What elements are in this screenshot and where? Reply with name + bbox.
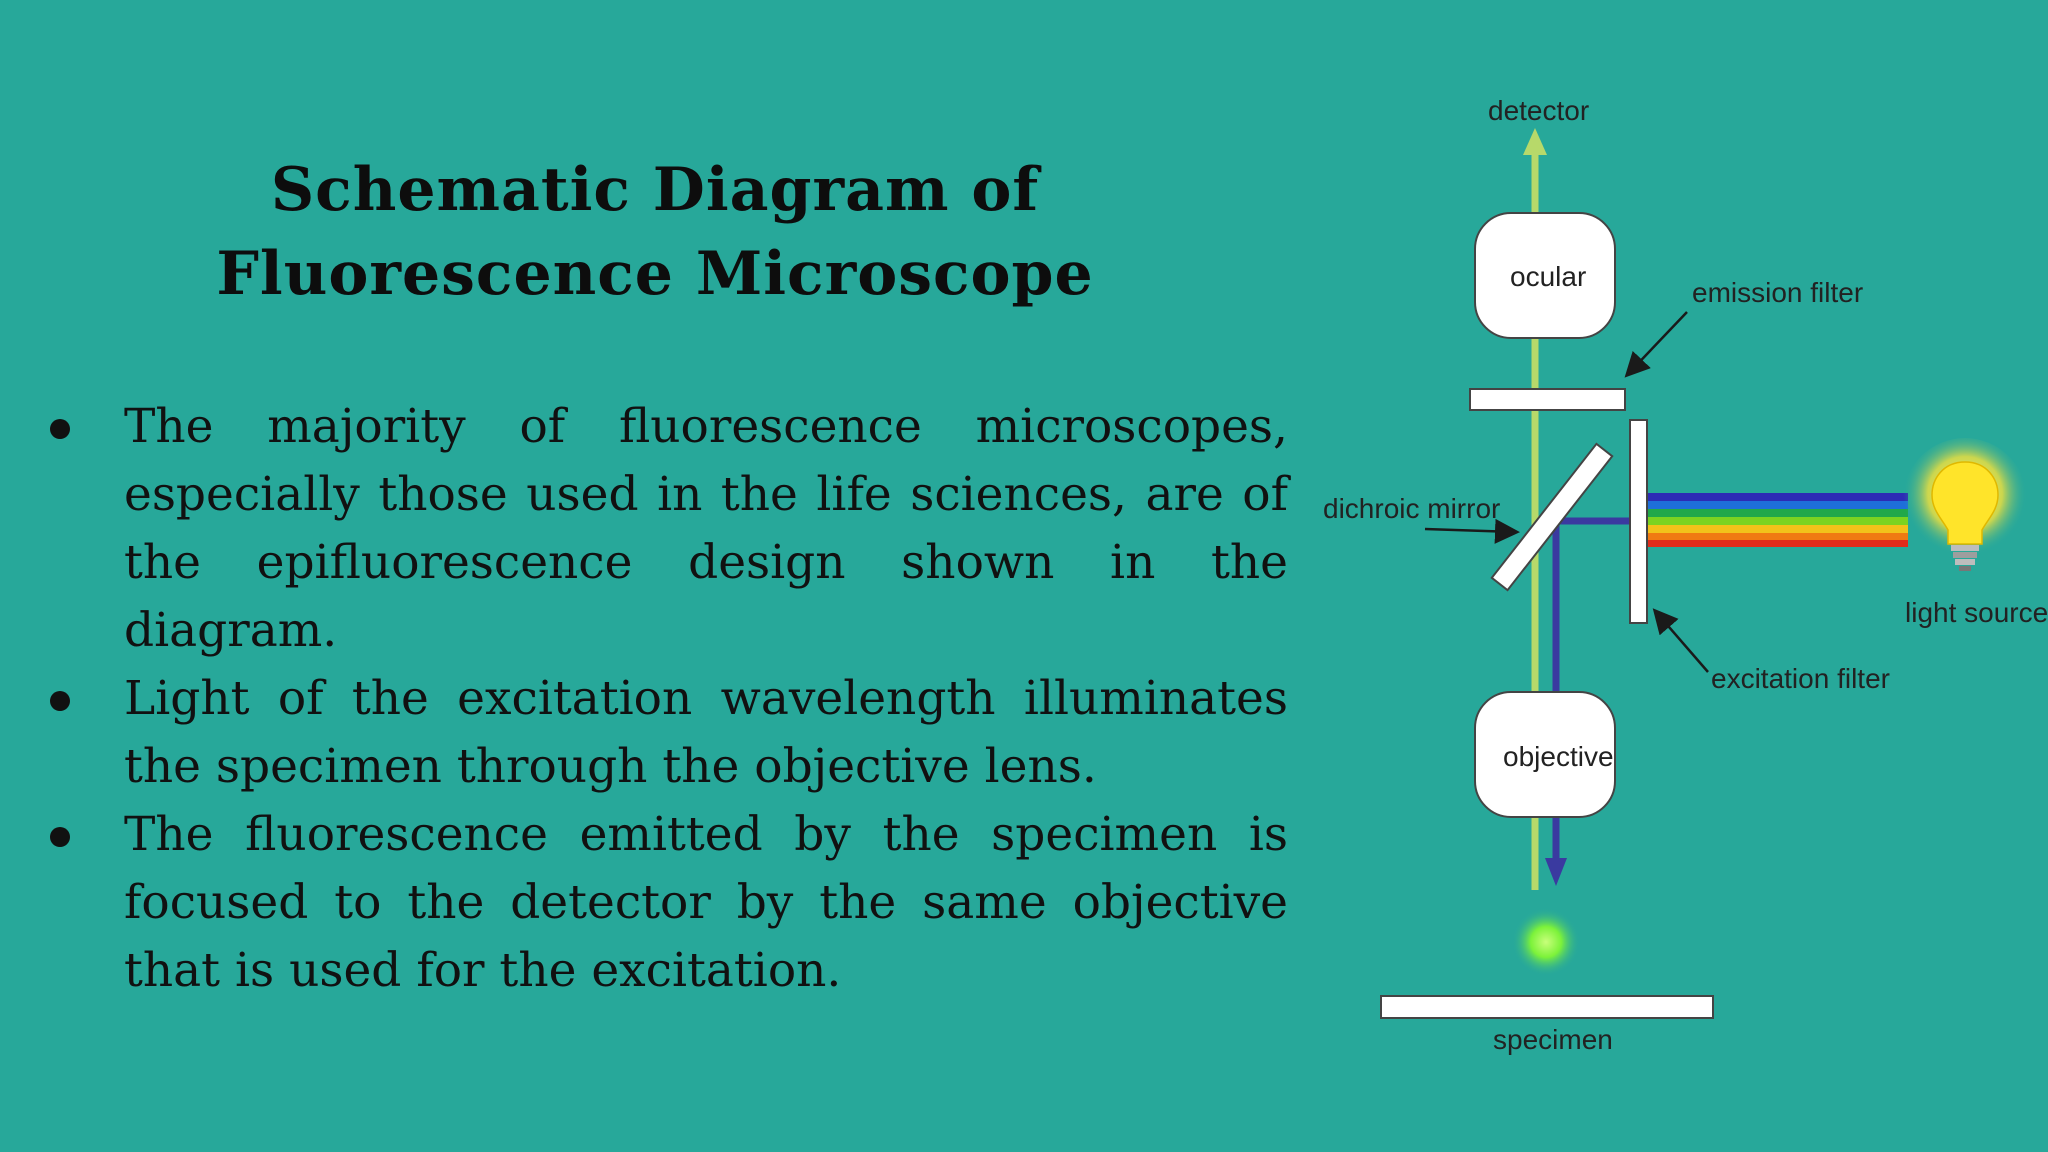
objective-lens bbox=[1474, 691, 1616, 818]
specimen-label: specimen bbox=[1493, 1024, 1613, 1055]
emission-filter bbox=[1469, 388, 1626, 411]
bullet-item: Light of the excitation wavelength illum… bbox=[40, 665, 1288, 801]
diagram-svg: detector ocular emission filter dichroic… bbox=[1323, 95, 2048, 1055]
objective-label: objective bbox=[1503, 741, 1614, 772]
ocular-lens bbox=[1474, 212, 1616, 339]
slide-title: Schematic Diagram of Fluorescence Micros… bbox=[216, 155, 1094, 309]
bullet-item: The majority of fluorescence microscopes… bbox=[40, 393, 1288, 665]
bullet-list: The majority of fluorescence microscopes… bbox=[40, 393, 1288, 1005]
light-source-label: light source bbox=[1905, 597, 2048, 628]
light-bulb-icon bbox=[1903, 438, 2027, 571]
fluorescence-glow bbox=[1512, 908, 1580, 976]
bullet-text: The fluorescence emitted by the specimen… bbox=[124, 807, 1288, 998]
detector-label: detector bbox=[1488, 95, 1589, 126]
bullet-item: The fluorescence emitted by the specimen… bbox=[40, 801, 1288, 1005]
specimen-slide bbox=[1380, 995, 1714, 1019]
emission-filter-label: emission filter bbox=[1692, 277, 1863, 308]
emission-filter-pointer bbox=[1624, 311, 1688, 378]
bullet-text: The majority of fluorescence microscopes… bbox=[124, 399, 1288, 658]
bullet-dot-icon bbox=[50, 691, 70, 711]
fluorescence-microscope-diagram: detector ocular emission filter dichroic… bbox=[1300, 70, 2048, 1080]
light-spectrum-band bbox=[1648, 493, 1908, 547]
dichroic-mirror-pointer bbox=[1424, 518, 1520, 544]
excitation-filter bbox=[1629, 419, 1648, 624]
ocular-label: ocular bbox=[1510, 261, 1586, 292]
bullet-dot-icon bbox=[50, 419, 70, 439]
detector-arrow-icon bbox=[1523, 128, 1547, 155]
dichroic-mirror-label: dichroic mirror bbox=[1323, 493, 1500, 524]
excitation-arrow-icon bbox=[1545, 858, 1567, 886]
excitation-filter-label: excitation filter bbox=[1711, 663, 1890, 694]
excitation-filter-pointer bbox=[1652, 608, 1709, 673]
bullet-text: Light of the excitation wavelength illum… bbox=[124, 671, 1288, 794]
dichroic-mirror bbox=[1490, 442, 1614, 592]
bullet-dot-icon bbox=[50, 827, 70, 847]
